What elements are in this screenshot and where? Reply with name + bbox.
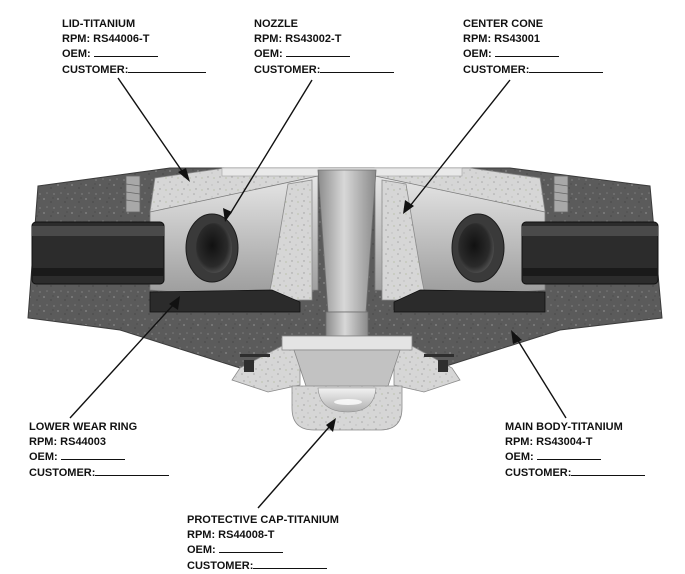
leader-lower-wear-ring: [69, 303, 175, 419]
nozzle-customer-field[interactable]: [320, 62, 395, 73]
nozzle-oem-field[interactable]: [285, 46, 350, 57]
arrowhead-lid: [178, 168, 190, 182]
center-cone-rpm: RPM: RS43001: [463, 32, 541, 45]
lower-wear-ring-customer-field[interactable]: [95, 465, 170, 476]
protective-cap-customer-field[interactable]: [253, 558, 328, 569]
outlet-tube-right: [521, 221, 659, 285]
main-body-oem-label: OEM:: [505, 451, 534, 463]
lower-shoulders: [231, 345, 461, 393]
lower-wear-ring-oem-field[interactable]: [60, 449, 125, 460]
center-shaft: [317, 169, 377, 337]
callout-center-cone: CENTER CONE RPM: RS43001 OEM: CUSTOMER:: [463, 17, 604, 77]
lid-name: LID-TITANIUM: [62, 18, 136, 30]
center-cone-name: CENTER CONE: [463, 18, 544, 30]
lower-wear-ring-customer-label: CUSTOMER:: [29, 466, 96, 479]
lower-wear-ring-rpm: RPM: RS44003: [29, 435, 107, 448]
arrowhead-protective-cap: [326, 418, 336, 432]
lid-customer-field[interactable]: [128, 62, 207, 73]
protective-cap-customer-label: CUSTOMER:: [187, 559, 254, 572]
arrowhead-nozzle: [223, 208, 232, 222]
protective-cap-oem-label: OEM:: [187, 544, 216, 556]
leader-nozzle: [229, 79, 313, 215]
leader-lines: [69, 77, 567, 509]
center-cone-customer-label: CUSTOMER:: [463, 63, 530, 76]
callout-protective-cap: PROTECTIVE CAP-TITANIUM RPM: RS44008-T O…: [187, 513, 339, 573]
callout-nozzle: NOZZLE RPM: RS43002-T OEM: CUSTOMER:: [254, 17, 395, 77]
callout-lid: LID-TITANIUM RPM: RS44006-T OEM: CUSTOME…: [62, 17, 207, 77]
nozzle-right: [451, 213, 505, 283]
main-body-name: MAIN BODY-TITANIUM: [505, 421, 623, 433]
nozzle-customer-label: CUSTOMER:: [254, 63, 321, 76]
leader-protective-cap: [257, 425, 331, 509]
main-body-oem-field[interactable]: [536, 449, 601, 460]
nozzle-name: NOZZLE: [254, 18, 298, 30]
lower-wear-ring: [149, 289, 546, 313]
arrowhead-main-body: [511, 330, 522, 344]
lid-oem-field[interactable]: [93, 46, 158, 57]
lower-wear-ring-oem-label: OEM:: [29, 451, 58, 463]
leader-lid: [117, 77, 185, 175]
bolt-left: [125, 175, 141, 213]
protective-cap-oem-field[interactable]: [218, 542, 283, 553]
nozzle-oem-label: OEM:: [254, 48, 283, 60]
callout-lower-wear-ring: LOWER WEAR RING RPM: RS44003 OEM: CUSTOM…: [29, 420, 170, 480]
lid-oem-label: OEM:: [62, 48, 91, 60]
center-cone-oem-field[interactable]: [494, 46, 559, 57]
arrowhead-lower-wear-ring: [169, 296, 180, 310]
leader-center-cone: [409, 79, 511, 207]
outlet-tube-left: [31, 221, 165, 285]
center-cone-customer-field[interactable]: [529, 62, 604, 73]
main-body-rpm: RPM: RS43004-T: [505, 435, 593, 448]
lid-rpm: RPM: RS44006-T: [62, 32, 150, 45]
protective-cap-name: PROTECTIVE CAP-TITANIUM: [187, 514, 339, 526]
nozzle-rpm: RPM: RS43002-T: [254, 32, 342, 45]
center-cone-oem-label: OEM:: [463, 48, 492, 60]
main-body-customer-field[interactable]: [571, 465, 646, 476]
protective-cap: [291, 385, 403, 431]
lower-wear-ring-name: LOWER WEAR RING: [29, 421, 138, 433]
arrowhead-center-cone: [403, 200, 414, 214]
callout-main-body: MAIN BODY-TITANIUM RPM: RS43004-T OEM: C…: [505, 420, 646, 480]
bolt-right: [553, 175, 569, 213]
leader-main-body: [516, 338, 567, 419]
main-body-customer-label: CUSTOMER:: [505, 466, 572, 479]
lid-customer-label: CUSTOMER:: [62, 63, 129, 76]
nozzle-left: [185, 213, 239, 283]
protective-cap-rpm: RPM: RS44008-T: [187, 528, 275, 541]
